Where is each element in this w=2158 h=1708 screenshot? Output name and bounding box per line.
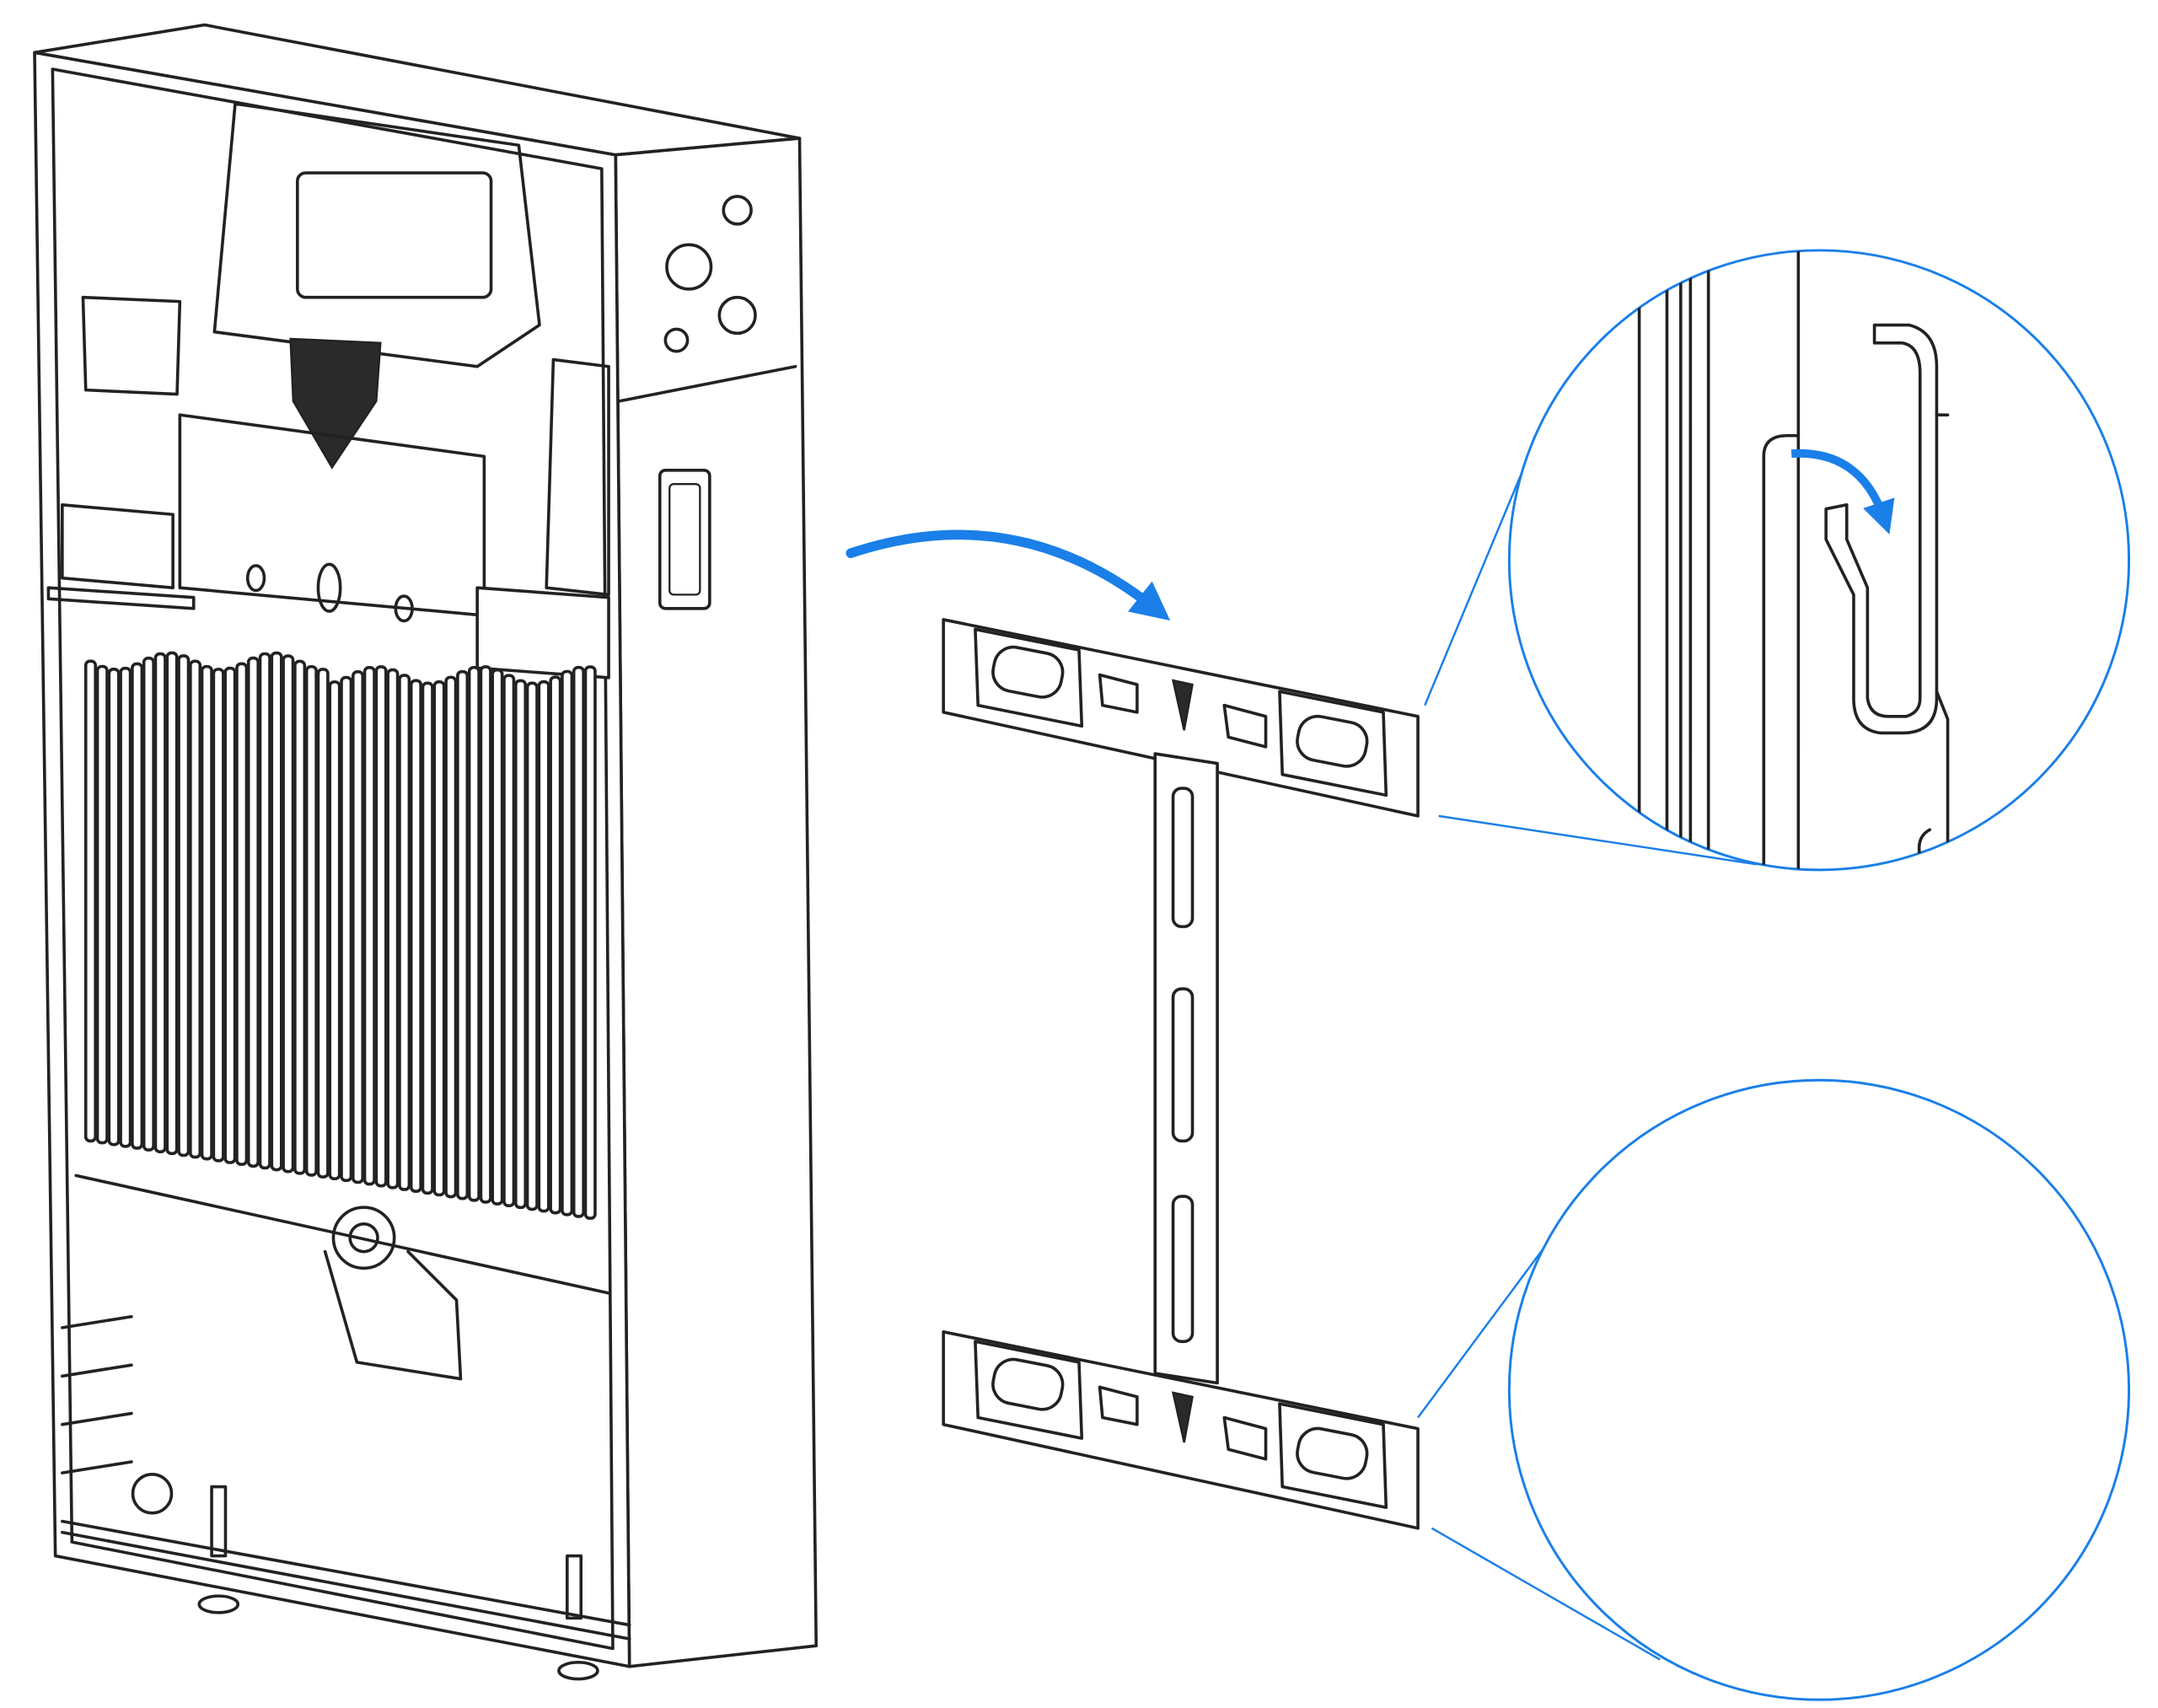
bracket-bar-bottom [942, 1329, 1420, 1530]
boiler-unit [33, 23, 819, 1681]
heat-exchanger-fin [165, 651, 179, 1156]
pump-funnel [289, 337, 382, 470]
heat-exchanger-fin [513, 679, 528, 1210]
side-port [665, 243, 713, 291]
heat-exchanger-fin [270, 651, 283, 1172]
heat-exchanger [83, 651, 597, 1220]
bracket-bar-top [942, 618, 1420, 818]
heat-exchanger-fin [177, 654, 191, 1157]
heat-exchanger-fin [153, 652, 167, 1154]
side-window [658, 468, 711, 610]
curved-arrow-icon [1790, 448, 1895, 534]
mounting-bracket [942, 618, 1420, 1530]
terminal-block [296, 171, 493, 299]
right-terminal-block [475, 586, 610, 679]
heat-exchanger-fin [304, 664, 318, 1177]
bracket-vertical-strut [1153, 752, 1219, 1385]
heat-exchanger-fin [119, 666, 132, 1148]
heat-exchanger-fin [444, 675, 458, 1199]
heat-exchanger-fin [328, 680, 341, 1180]
side-port [663, 327, 690, 353]
heat-exchanger-fin [189, 659, 202, 1159]
heat-exchanger-fin [316, 668, 330, 1179]
heat-exchanger-fin [572, 665, 585, 1218]
heat-exchanger-fin [549, 675, 562, 1215]
heat-exchanger-fin [409, 679, 423, 1193]
heat-exchanger-fin [502, 674, 516, 1207]
heat-exchanger-fin [386, 668, 400, 1190]
heat-exchanger-fin [467, 665, 480, 1202]
heat-exchanger-fin [223, 666, 237, 1164]
curved-arrow-icon [845, 529, 1171, 621]
side-port [722, 195, 753, 226]
heat-exchanger-fin [583, 665, 597, 1220]
heat-exchanger-fin [246, 656, 260, 1168]
heat-exchanger-fin [432, 679, 446, 1197]
heat-exchanger-fin [235, 662, 249, 1166]
heat-exchanger-fin [83, 659, 98, 1143]
detail-top-hook [1507, 249, 2131, 872]
heat-exchanger-fin [374, 665, 388, 1188]
heat-exchanger-fin [398, 674, 411, 1191]
heat-exchanger-fin [200, 664, 213, 1161]
heat-exchanger-fin [421, 681, 434, 1195]
heat-exchanger-fin [525, 681, 539, 1211]
heat-exchanger-fin [479, 665, 492, 1204]
heat-exchanger-fin [456, 669, 470, 1200]
side-port [717, 295, 757, 336]
heat-exchanger-fin [351, 669, 365, 1184]
heat-exchanger-fin [212, 668, 225, 1163]
heat-exchanger-fin [293, 659, 307, 1175]
heat-exchanger-fin [258, 652, 271, 1170]
heat-exchanger-fin [491, 668, 504, 1206]
bottom-fitting [331, 1206, 396, 1270]
heat-exchanger-fin [362, 666, 376, 1186]
heat-exchanger-fin [282, 654, 295, 1174]
heat-exchanger-fin [107, 668, 121, 1147]
detail-bottom-hook [1507, 1078, 2131, 1701]
heat-exchanger-fin [537, 679, 550, 1213]
heat-exchanger-fin [340, 675, 353, 1183]
heat-exchanger-fin [95, 664, 109, 1145]
heat-exchanger-fin [131, 662, 144, 1150]
heat-exchanger-fin [142, 656, 155, 1152]
heat-exchanger-fin [561, 669, 574, 1217]
